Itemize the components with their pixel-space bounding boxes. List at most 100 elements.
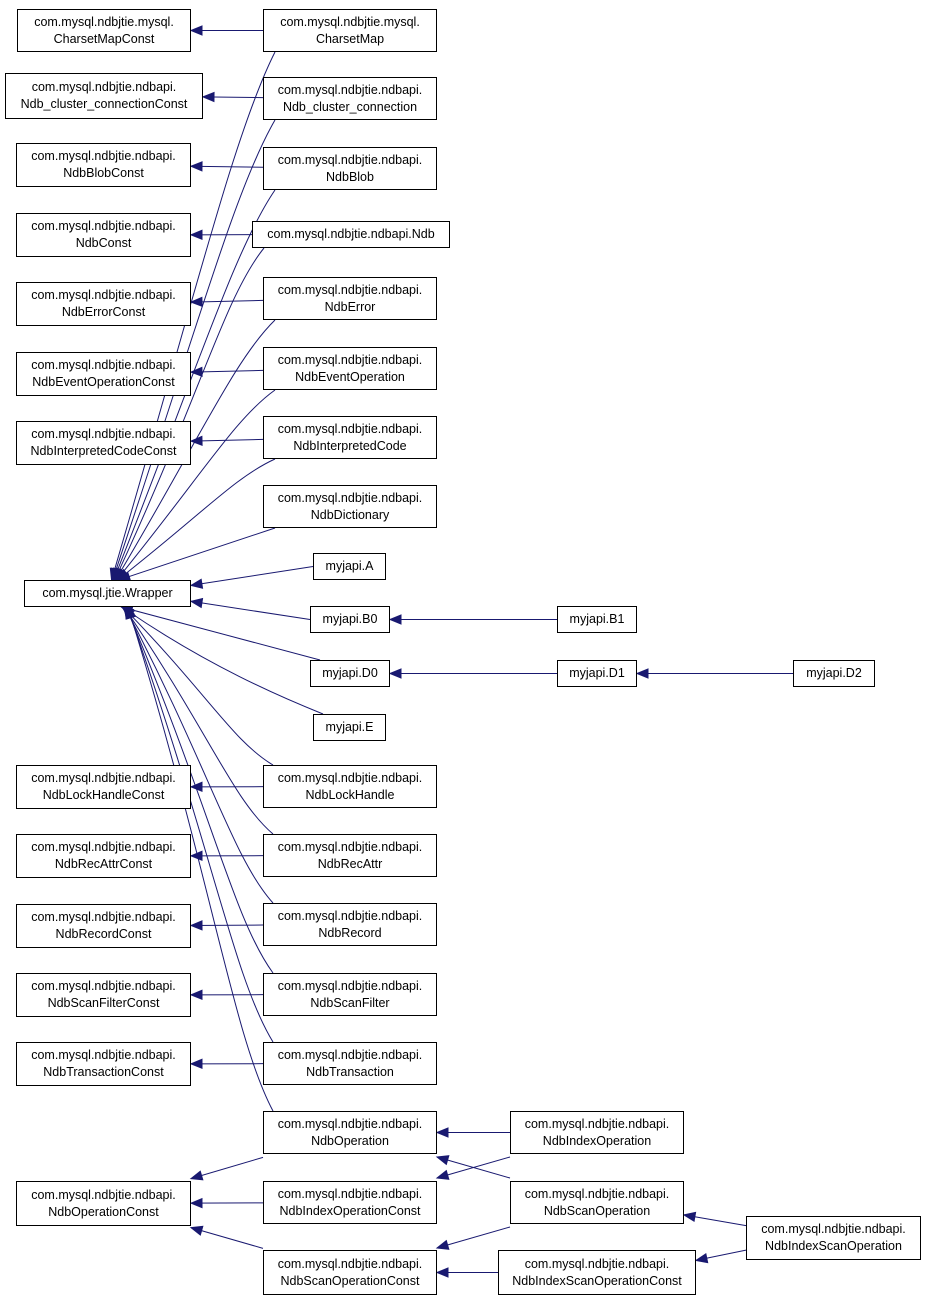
arrowhead-charset-map-const [189, 25, 203, 36]
class-node-label: NdbLockHandleConst [42, 788, 165, 802]
class-node-label: com.mysql.ndbjtie.ndbapi. [31, 910, 176, 924]
class-node-ndb-dictionary[interactable]: com.mysql.ndbjtie.ndbapi. NdbDictionary [263, 485, 437, 528]
class-node-label: com.mysql.ndbjtie.ndbapi. [31, 1187, 176, 1202]
class-node-ndb-cluster-connection[interactable]: com.mysql.ndbjtie.ndbapi.Ndb_cluster_con… [263, 77, 437, 120]
class-node-label: NdbRecordConst [55, 927, 152, 941]
class-node-charset-map[interactable]: com.mysql.ndbjtie.mysql.CharsetMap [263, 9, 437, 52]
class-node-label: com.mysql.ndbjtie.ndbapi. [277, 490, 423, 505]
inheritance-edge-d0-to-wrapper [121, 606, 321, 661]
class-node-wrapper[interactable]: com.mysql.jtie.Wrapper [24, 580, 191, 607]
class-node-label: com.mysql.ndbjtie.ndbapi. [31, 149, 176, 163]
class-node-label: myjapi.D2 [806, 666, 862, 680]
inheritance-edge-ndb-error-to-wrapper [115, 319, 276, 581]
class-node-ndb-index-scan-operation[interactable]: com.mysql.ndbjtie.ndbapi.NdbIndexScanOpe… [746, 1216, 921, 1260]
class-node-label: NdbDictionary [310, 507, 390, 522]
class-node-label: NdbConst [75, 236, 132, 250]
class-node-ndb-lock-handle-const[interactable]: com.mysql.ndbjtie.ndbapi. NdbLockHandleCo… [16, 765, 191, 809]
class-node-b1[interactable]: myjapi.B1 [557, 606, 637, 633]
class-node-label: myjapi.A [325, 559, 374, 573]
class-node-ndb-record[interactable]: com.mysql.ndbjtie.ndbapi.NdbRecord [263, 903, 437, 946]
class-node-ndb-interpreted-code[interactable]: com.mysql.ndbjtie.ndbapi.NdbInterpretedC… [263, 416, 437, 459]
class-node-ndb-index-operation[interactable]: com.mysql.ndbjtie.ndbapi. NdbIndexOperati… [510, 1111, 684, 1154]
inheritance-edge-ndb-lock-handle-to-wrapper [122, 606, 274, 766]
class-node-d0[interactable]: myjapi.D0 [310, 660, 390, 687]
arrowhead-wrapper [189, 597, 204, 609]
inheritance-edge-ndb-interpreted-code-to-ndb-interpreted-code-const [190, 438, 264, 442]
class-node-label: NdbOperationConst [48, 1204, 159, 1219]
arrowhead-ndb-index-operation-const [435, 1169, 450, 1180]
class-node-ndb-lock-handle[interactable]: com.mysql.ndbjtie.ndbapi.NdbLockHandle [263, 765, 437, 808]
class-node-ndb-record-const[interactable]: com.mysql.ndbjtie.ndbapi. NdbRecordConst [16, 904, 191, 948]
class-node-label: com.mysql.ndbjtie.ndbapi. [524, 1116, 670, 1131]
class-node-charset-map-const[interactable]: com.mysql.ndbjtie.mysql.CharsetMapConst [17, 9, 191, 52]
class-node-ndb-event-operation-const[interactable]: com.mysql.ndbjtie.ndbapi.NdbEventOperati… [16, 352, 191, 396]
inheritance-edge-ndb-operation-to-ndb-operation-const [190, 1156, 264, 1180]
class-node-label: com.mysql.ndbjtie.ndbapi. [277, 1186, 423, 1201]
class-node-label: NdbIndexOperation [542, 1133, 652, 1148]
class-node-ndb-const[interactable]: com.mysql.ndbjtie.ndbapi. NdbConst [16, 213, 191, 257]
class-node-label: NdbEventOperation [295, 369, 405, 384]
class-node-ndb-interpreted-code-const[interactable]: com.mysql.ndbjtie.ndbapi.NdbInterpretedC… [16, 421, 191, 465]
class-node-label: com.mysql.ndbjtie.ndbapi. [31, 771, 176, 785]
class-node-label: NdbOperation [311, 1133, 389, 1148]
class-node-ndb-scan-filter[interactable]: com.mysql.ndbjtie.ndbapi.NdbScanFilter [263, 973, 437, 1016]
class-node-label: NdbError [324, 299, 376, 314]
class-node-ndb-scan-operation[interactable]: com.mysql.ndbjtie.ndbapi.NdbScanOperatio… [510, 1181, 684, 1224]
class-node-ndb-index-operation-const[interactable]: com.mysql.ndbjtie.ndbapi.NdbIndexOperati… [263, 1181, 437, 1224]
class-node-label: myjapi.D0 [322, 666, 378, 680]
class-node-a[interactable]: myjapi.A [313, 553, 386, 580]
class-node-d2[interactable]: myjapi.D2 [793, 660, 875, 687]
class-node-label: com.mysql.ndbjtie.ndbapi. [31, 979, 176, 993]
arrowhead-wrapper [126, 605, 137, 620]
class-node-ndb-rec-attr-const[interactable]: com.mysql.ndbjtie.ndbapi.NdbRecAttrConst [16, 834, 191, 878]
class-node-label: com.mysql.ndbjtie.ndbapi. [31, 358, 176, 372]
arrowhead-ndb-const [189, 229, 203, 241]
class-node-label: Ndb_cluster_connectionConst [20, 97, 188, 111]
inheritance-edge-ndb-scan-operation-to-ndb-scan-operation-const [436, 1226, 511, 1249]
class-node-label: com.mysql.ndbjtie.ndbapi. [277, 282, 423, 297]
class-node-ndb-transaction-const[interactable]: com.mysql.ndbjtie.ndbapi.NdbTransactionC… [16, 1042, 191, 1086]
class-node-label: com.mysql.ndbjtie.ndbapi. [761, 1222, 906, 1236]
class-node-label: com.mysql.ndbjtie.ndbapi. [277, 1116, 423, 1131]
class-node-label: com.mysql.ndbjtie.ndbapi. [277, 1047, 423, 1062]
class-node-ndb-index-scan-operation-const[interactable]: com.mysql.ndbjtie.ndbapi.NdbIndexScanOpe… [498, 1250, 696, 1295]
class-node-ndb-event-operation[interactable]: com.mysql.ndbjtie.ndbapi. NdbEventOperati… [263, 347, 437, 390]
class-node-ndb-scan-operation-const[interactable]: com.mysql.ndbjtie.ndbapi.NdbScanOperatio… [263, 1250, 437, 1295]
class-node-label: NdbRecAttrConst [54, 857, 153, 871]
class-node-label: myjapi.B0 [322, 612, 378, 626]
arrowhead-ndb-cluster-connection-const [201, 91, 215, 103]
class-node-ndb-error-const[interactable]: com.mysql.ndbjtie.ndbapi.NdbErrorConst [16, 282, 191, 326]
class-node-ndb-blob-const[interactable]: com.mysql.ndbjtie.ndbapi.NdbBlobConst [16, 143, 191, 187]
class-node-label: NdbRecord [318, 925, 382, 940]
arrowhead-ndb-scan-operation-const [435, 1267, 449, 1278]
inheritance-edge-ndb-error-to-ndb-error-const [190, 299, 264, 303]
class-node-ndb-scan-filter-const[interactable]: com.mysql.ndbjtie.ndbapi.NdbScanFilterCo… [16, 973, 191, 1017]
class-node-ndb-cluster-connection-const[interactable]: com.mysql.ndbjtie.ndbapi.Ndb_cluster_con… [5, 73, 203, 119]
inheritance-edge-ndb-to-wrapper [114, 247, 265, 581]
class-node-label: com.mysql.ndbjtie.ndbapi. [277, 82, 423, 97]
inheritance-edge-ndb-rec-attr-to-wrapper [123, 606, 274, 835]
class-node-label: NdbScanOperationConst [280, 1273, 420, 1288]
class-node-label: com.mysql.ndbjtie.ndbapi. [31, 427, 176, 441]
class-node-ndb[interactable]: com.mysql.ndbjtie.ndbapi.Ndb [252, 221, 450, 248]
class-node-label: com.mysql.ndbjtie.ndbapi. [277, 770, 423, 785]
class-node-ndb-operation[interactable]: com.mysql.ndbjtie.ndbapi. NdbOperation [263, 1111, 437, 1154]
class-node-ndb-rec-attr[interactable]: com.mysql.ndbjtie.ndbapi.NdbRecAttr [263, 834, 437, 877]
inheritance-edge-ndb-event-operation-to-wrapper [116, 389, 276, 581]
class-node-d1[interactable]: myjapi.D1 [557, 660, 637, 687]
class-node-b0[interactable]: myjapi.B0 [310, 606, 390, 633]
inheritance-edge-b0-to-wrapper [190, 600, 311, 620]
class-node-e[interactable]: myjapi.E [313, 714, 386, 741]
inheritance-edge-ndb-scan-filter-to-wrapper [125, 606, 274, 974]
class-node-label: NdbScanOperation [543, 1203, 651, 1218]
inheritance-edge-ndb-operation-to-wrapper [127, 606, 274, 1112]
class-node-ndb-error[interactable]: com.mysql.ndbjtie.ndbapi. NdbError [263, 277, 437, 320]
class-node-ndb-blob[interactable]: com.mysql.ndbjtie.ndbapi.NdbBlob [263, 147, 437, 190]
class-node-label: com.mysql.ndbjtie.ndbapi. [31, 219, 176, 233]
class-node-label: NdbRecAttr [317, 856, 383, 871]
class-node-label: NdbScanFilter [310, 995, 390, 1010]
class-node-label: com.mysql.ndbjtie.ndbapi. [277, 352, 423, 367]
class-node-ndb-transaction[interactable]: com.mysql.ndbjtie.ndbapi.NdbTransaction [263, 1042, 437, 1085]
arrowhead-ndb-operation [435, 1127, 449, 1138]
class-node-ndb-operation-const[interactable]: com.mysql.ndbjtie.ndbapi. NdbOperationCon… [16, 1181, 191, 1226]
